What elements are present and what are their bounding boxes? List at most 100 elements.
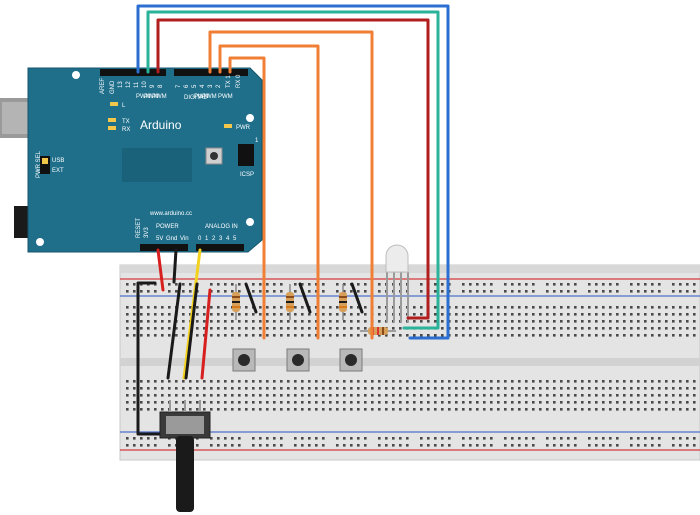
potentiometer[interactable]	[159, 400, 211, 512]
breadboard-hole	[378, 320, 381, 323]
breadboard-hole	[364, 444, 367, 447]
breadboard-hole	[364, 437, 367, 440]
breadboard-hole	[301, 394, 304, 397]
breadboard-hole	[217, 394, 220, 397]
breadboard-hole	[693, 306, 696, 309]
breadboard-hole	[441, 408, 444, 411]
breadboard-hole	[693, 320, 696, 323]
breadboard-hole	[525, 408, 528, 411]
breadboard-hole	[406, 408, 409, 411]
breadboard-hole	[532, 444, 535, 447]
breadboard-hole	[616, 444, 619, 447]
breadboard-hole	[595, 306, 598, 309]
breadboard-hole	[539, 380, 542, 383]
breadboard-hole	[308, 380, 311, 383]
breadboard-hole	[630, 387, 633, 390]
breadboard-hole	[168, 306, 171, 309]
breadboard-hole	[581, 401, 584, 404]
breadboard-hole	[301, 437, 304, 440]
breadboard-hole	[511, 394, 514, 397]
pushbutton-3[interactable]	[339, 348, 363, 372]
breadboard-hole	[413, 380, 416, 383]
breadboard-hole	[224, 387, 227, 390]
breadboard-hole	[644, 401, 647, 404]
breadboard-hole	[462, 334, 465, 337]
digital-pin-label: 2	[216, 84, 222, 88]
breadboard-hole	[350, 437, 353, 440]
breadboard-hole	[539, 408, 542, 411]
breadboard-hole	[665, 408, 668, 411]
breadboard-hole	[637, 380, 640, 383]
breadboard-hole	[196, 444, 199, 447]
breadboard-hole	[609, 320, 612, 323]
breadboard-hole	[133, 290, 136, 293]
pushbutton-1[interactable]	[232, 348, 256, 372]
breadboard-hole	[462, 408, 465, 411]
breadboard-hole	[455, 313, 458, 316]
breadboard-hole	[322, 394, 325, 397]
breadboard-hole	[280, 394, 283, 397]
breadboard-hole	[434, 306, 437, 309]
analog-pin-label: 4	[226, 236, 230, 242]
breadboard-hole	[140, 380, 143, 383]
breadboard-hole	[441, 313, 444, 316]
breadboard-hole	[532, 327, 535, 330]
breadboard-hole	[525, 306, 528, 309]
breadboard-hole	[350, 327, 353, 330]
breadboard-hole	[623, 320, 626, 323]
breadboard-hole	[560, 313, 563, 316]
breadboard-hole	[308, 313, 311, 316]
breadboard-hole	[357, 283, 360, 286]
breadboard-hole	[357, 306, 360, 309]
breadboard-hole	[644, 387, 647, 390]
breadboard-hole	[252, 380, 255, 383]
breadboard-hole	[588, 327, 591, 330]
breadboard-hole	[651, 394, 654, 397]
breadboard-hole	[574, 401, 577, 404]
breadboard-hole	[392, 327, 395, 330]
breadboard-hole	[140, 306, 143, 309]
breadboard-hole	[378, 387, 381, 390]
pwr-led-label: PWR	[236, 125, 251, 131]
breadboard-hole	[420, 283, 423, 286]
breadboard-hole	[672, 437, 675, 440]
breadboard-hole	[497, 380, 500, 383]
potentiometer-knob[interactable]	[176, 436, 194, 512]
breadboard-hole	[469, 401, 472, 404]
breadboard-hole	[504, 320, 507, 323]
breadboard-hole	[154, 444, 157, 447]
breadboard-hole	[343, 290, 346, 293]
breadboard-hole	[490, 327, 493, 330]
breadboard-hole	[490, 320, 493, 323]
breadboard-hole	[168, 290, 171, 293]
breadboard-hole	[658, 320, 661, 323]
breadboard-hole	[273, 380, 276, 383]
breadboard-hole	[238, 320, 241, 323]
breadboard-hole	[399, 380, 402, 383]
breadboard-hole	[616, 313, 619, 316]
led-tx	[108, 118, 116, 122]
breadboard-hole	[378, 394, 381, 397]
breadboard-hole	[203, 394, 206, 397]
breadboard-hole	[539, 313, 542, 316]
breadboard-hole	[609, 387, 612, 390]
breadboard-hole	[567, 387, 570, 390]
breadboard-hole	[385, 401, 388, 404]
digital-pin-label: 13	[118, 81, 124, 88]
breadboard-hole	[147, 380, 150, 383]
breadboard-hole	[161, 334, 164, 337]
breadboard-hole	[350, 401, 353, 404]
breadboard-hole	[266, 401, 269, 404]
led-tx-label: TX	[122, 119, 130, 125]
breadboard-hole	[238, 444, 241, 447]
breadboard-hole	[196, 387, 199, 390]
breadboard-hole	[399, 327, 402, 330]
analog-pin-label: 0	[198, 236, 202, 242]
breadboard-hole	[245, 327, 248, 330]
breadboard-hole	[560, 283, 563, 286]
breadboard-hole	[595, 401, 598, 404]
breadboard-hole	[308, 394, 311, 397]
breadboard-hole	[168, 334, 171, 337]
breadboard-hole	[210, 394, 213, 397]
pushbutton-2[interactable]	[286, 348, 310, 372]
